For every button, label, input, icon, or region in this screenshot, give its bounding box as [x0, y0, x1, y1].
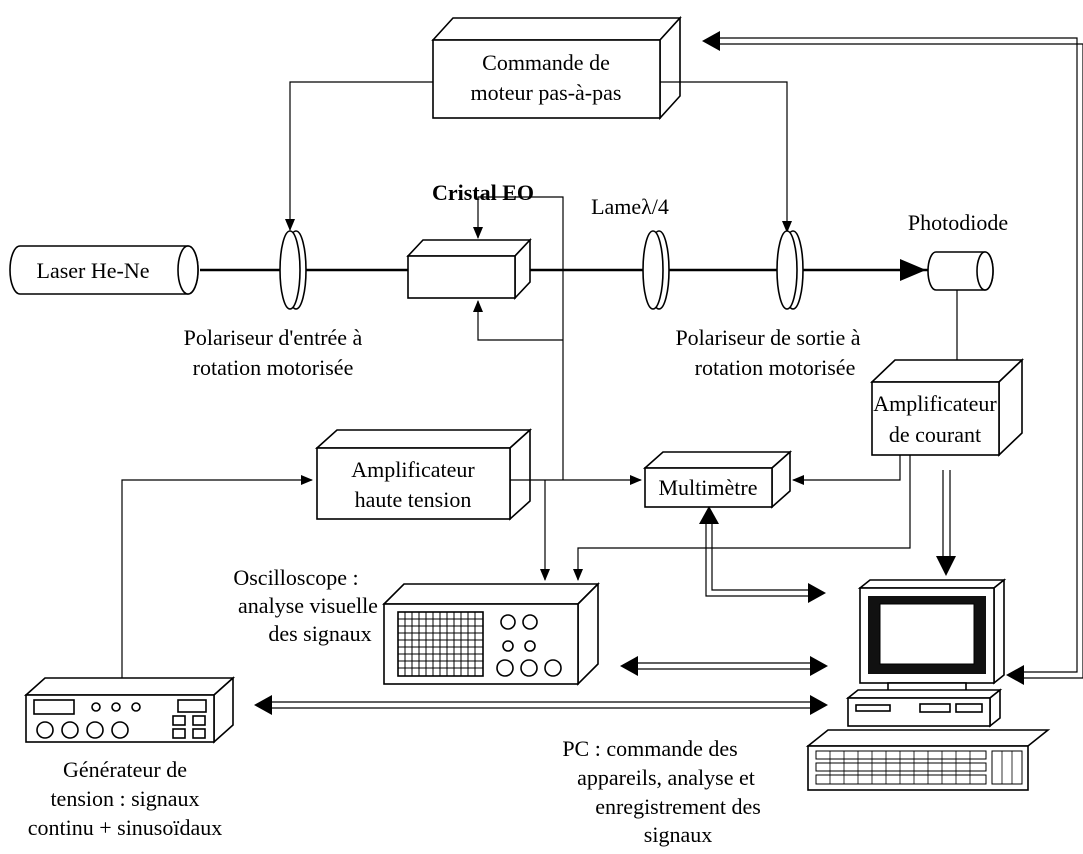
motor-to-output-polarizer-arrow — [660, 81, 792, 233]
current-amp-label-2: de courant — [889, 422, 981, 447]
pc-label-3: enregistrement des — [595, 794, 761, 819]
generator-label-3: continu + sinusoïdaux — [28, 815, 223, 840]
hv-amplifier-box: Amplificateur haute tension — [314, 428, 533, 521]
motor-control-label-2: moteur pas-à-pas — [471, 80, 622, 105]
input-polarizer-label-2: rotation motorisée — [193, 355, 354, 380]
current-amplifier-box: Amplificateur de courant — [870, 358, 1024, 457]
scope-label-1: Oscilloscope : — [233, 565, 358, 590]
multimeter-box: Multimètre — [642, 450, 793, 509]
pc-label-2: appareils, analyse et — [577, 765, 755, 790]
input-polarizer-label-1: Polariseur d'entrée à — [184, 325, 363, 350]
beam-arrowhead — [900, 259, 926, 281]
scope-screen-grid — [398, 612, 483, 676]
eo-crystal — [406, 237, 532, 301]
photodiode — [927, 251, 994, 291]
motor-control-label-1: Commande de — [482, 50, 610, 75]
generator-label-1: Générateur de — [63, 757, 187, 782]
multimeter-pc-link — [699, 506, 826, 603]
generator-pc-link — [254, 695, 828, 715]
hv-amp-label-1: Amplificateur — [351, 457, 475, 482]
generator-label-2: tension : signaux — [50, 786, 199, 811]
current-amp-to-multimeter-arrow — [792, 455, 901, 485]
quarter-wave-plate — [642, 230, 670, 310]
oscilloscope — [382, 582, 600, 686]
pc-motor-control-link — [702, 31, 1083, 685]
motor-control-box: Commande de moteur pas-à-pas — [431, 15, 682, 121]
pc-label-1: PC : commande des — [562, 736, 737, 761]
multimeter-label: Multimètre — [659, 475, 758, 500]
output-polarizer-label-1: Polariseur de sortie à — [675, 325, 860, 350]
hv-to-crystal-bottom-arrow — [473, 300, 563, 341]
scope-label-2: analyse visuelle — [238, 593, 378, 618]
scope-label-3: des signaux — [268, 621, 371, 646]
motor-to-input-polarizer-arrow — [285, 81, 433, 231]
plate-label: Lameλ/4 — [591, 194, 669, 219]
output-polarizer — [776, 230, 804, 310]
input-polarizer — [279, 230, 307, 310]
output-polarizer-label-2: rotation motorisée — [695, 355, 856, 380]
crystal-label: Cristal EO — [432, 180, 534, 205]
generator-to-hv-arrow — [121, 475, 313, 678]
current-amp-label-1: Amplificateur — [873, 391, 997, 416]
current-amp-pc-link — [936, 470, 956, 576]
laser-label: Laser He-Ne — [37, 258, 150, 283]
hv-amp-label-2: haute tension — [355, 487, 472, 512]
photodiode-label: Photodiode — [908, 210, 1008, 235]
current-amp-to-scope-arrow — [573, 455, 911, 581]
voltage-generator — [23, 676, 236, 744]
hv-to-crystal-top-arrow — [473, 196, 564, 480]
scope-pc-link — [620, 656, 828, 676]
pc-computer — [805, 578, 1051, 791]
pc-label-4: signaux — [644, 822, 712, 847]
laser-he-ne: Laser He-Ne — [9, 245, 199, 295]
